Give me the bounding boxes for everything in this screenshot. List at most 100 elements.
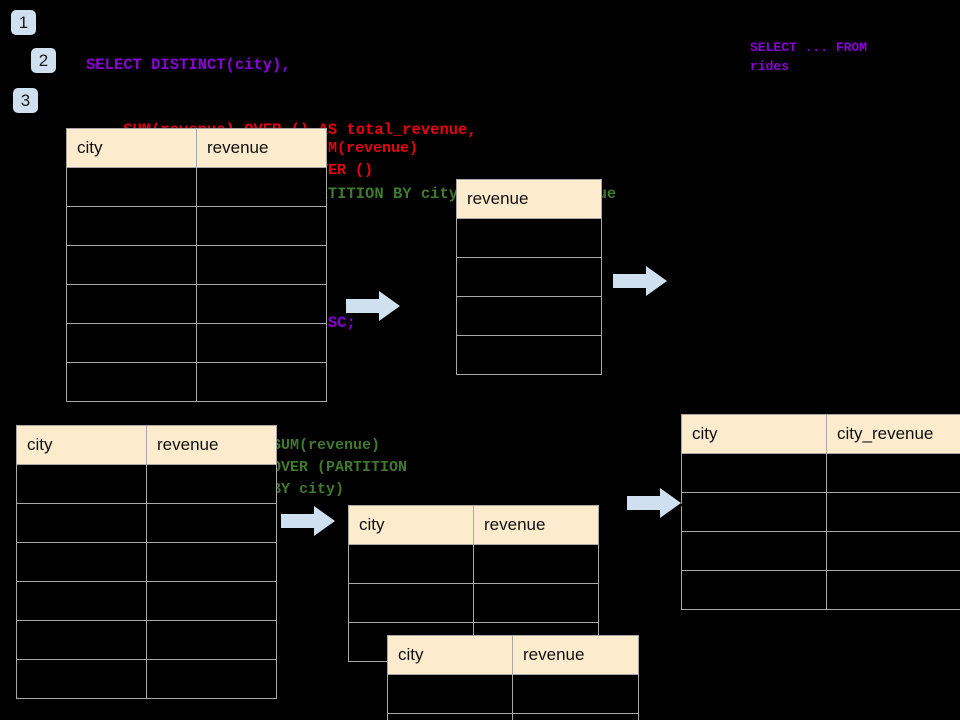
table-row [16, 581, 277, 621]
table-row [456, 218, 602, 258]
table-cell [196, 245, 327, 285]
step-badge-1: 1 [11, 10, 36, 35]
table-cell [146, 542, 277, 582]
table-header-row: city revenue [16, 425, 277, 465]
column-header-revenue: revenue [512, 635, 639, 675]
table-cell [473, 583, 599, 623]
table-header-row: city revenue [348, 505, 599, 545]
table-cell [146, 620, 277, 660]
table-partition-group-front: city revenue [387, 635, 639, 720]
annotation-city-revenue: SUM(revenue) OVER (PARTITION BY city) [272, 437, 408, 498]
table-row [681, 453, 960, 493]
table-cell [456, 335, 602, 375]
table-cell [681, 531, 827, 571]
table-cell [66, 206, 197, 246]
table-cell [16, 659, 147, 699]
select-from-rides-note: SELECT ... FROM rides [750, 40, 868, 74]
column-header-revenue: revenue [456, 179, 602, 219]
column-header-city: city [681, 414, 827, 454]
table-cell [826, 531, 960, 571]
table-cell [456, 218, 602, 258]
table-cell [66, 323, 197, 363]
column-header-revenue: revenue [146, 425, 277, 465]
table-cell [16, 503, 147, 543]
table-cell [146, 659, 277, 699]
table-row [66, 167, 327, 207]
table-cell [16, 581, 147, 621]
table-row [387, 674, 639, 714]
step-badge-2: 2 [31, 48, 56, 73]
table-cell [348, 583, 474, 623]
column-header-city: city [348, 505, 474, 545]
table-row [16, 503, 277, 543]
table-cell [16, 620, 147, 660]
table-cell [196, 167, 327, 207]
table-cell [16, 542, 147, 582]
arrow-partition-to-final-icon [627, 487, 683, 521]
table-row [16, 620, 277, 660]
table-cell [16, 464, 147, 504]
table-header-row: city revenue [387, 635, 639, 675]
table-cell [512, 713, 639, 720]
table-cell [473, 544, 599, 584]
table-row [348, 583, 599, 623]
column-header-revenue: revenue [196, 128, 327, 168]
table-row [66, 245, 327, 285]
table-row [66, 284, 327, 324]
table-final-result: city city_revenue [681, 414, 960, 610]
table-row [456, 296, 602, 336]
table-cell [348, 544, 474, 584]
table-row [456, 257, 602, 297]
column-header-city: city [16, 425, 147, 465]
table-rides-source-top: city revenue [66, 128, 327, 402]
column-header-revenue: revenue [473, 505, 599, 545]
table-row [16, 659, 277, 699]
table-row [66, 206, 327, 246]
column-header-city: city [66, 128, 197, 168]
table-cell [826, 492, 960, 532]
column-header-city-revenue: city_revenue [826, 414, 960, 454]
table-cell [456, 257, 602, 297]
table-cell [146, 503, 277, 543]
table-cell [512, 674, 639, 714]
table-row [16, 464, 277, 504]
arrow-source-to-partition-icon [281, 505, 337, 539]
table-row [456, 335, 602, 375]
table-cell [456, 296, 602, 336]
table-row [66, 323, 327, 363]
table-cell [681, 492, 827, 532]
table-rides-source-bottom: city revenue [16, 425, 277, 699]
table-cell [681, 453, 827, 493]
table-cell [387, 713, 513, 720]
arrow-total-to-final-icon [613, 265, 669, 299]
table-cell [826, 570, 960, 610]
table-header-row: city city_revenue [681, 414, 960, 454]
table-row [681, 492, 960, 532]
table-row [66, 362, 327, 402]
table-row [387, 713, 639, 720]
table-cell [196, 284, 327, 324]
table-cell [66, 245, 197, 285]
step-badge-3: 3 [13, 88, 38, 113]
table-cell [66, 167, 197, 207]
table-header-row: city revenue [66, 128, 327, 168]
arrow-source-to-total-icon [346, 290, 402, 324]
table-row [681, 531, 960, 571]
table-cell [387, 674, 513, 714]
table-cell [681, 570, 827, 610]
table-cell [66, 362, 197, 402]
table-cell [146, 581, 277, 621]
table-total-revenue-result: revenue [456, 179, 602, 375]
table-header-row: revenue [456, 179, 602, 219]
sql-line-1: SELECT DISTINCT(city), [86, 56, 291, 74]
table-cell [196, 206, 327, 246]
table-cell [66, 284, 197, 324]
table-row [16, 542, 277, 582]
table-row [348, 544, 599, 584]
table-cell [196, 323, 327, 363]
table-cell [826, 453, 960, 493]
table-cell [146, 464, 277, 504]
table-cell [196, 362, 327, 402]
column-header-city: city [387, 635, 513, 675]
